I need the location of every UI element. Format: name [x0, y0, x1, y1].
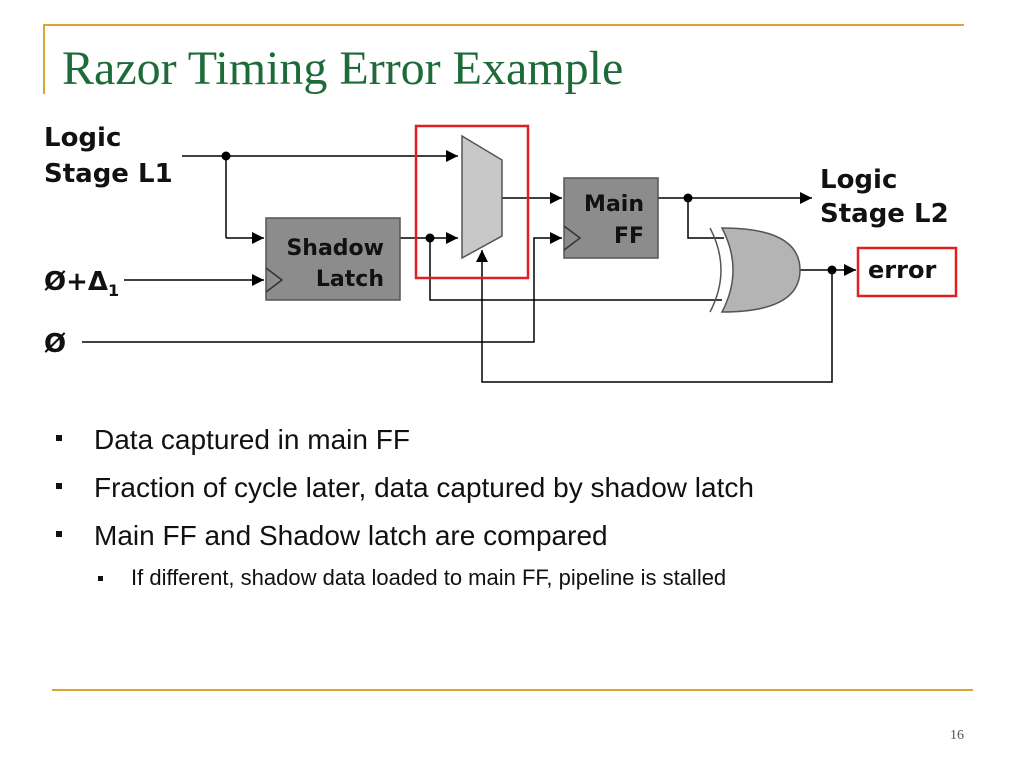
- bullet-marker: [56, 531, 62, 537]
- main-ff-label-bottom: FF: [614, 224, 644, 249]
- error-highlight-box: [856, 246, 958, 298]
- clock-label: Ø: [44, 329, 66, 359]
- sub-bullet-item: If different, shadow data loaded to main…: [56, 560, 754, 596]
- razor-diagram: Shadow Latch Main FF Logic Stage L1 Ø+Δ1…: [44, 123, 958, 383]
- clock-delayed-label-main: Ø+Δ: [44, 267, 108, 297]
- xor-gate-extra-arc: [709, 227, 722, 313]
- mux-block: [461, 134, 503, 260]
- shadow-latch-clock-notch: [265, 267, 284, 293]
- bullet-list: Data captured in main FF Fraction of cyc…: [56, 416, 754, 596]
- bullet-item: Main FF and Shadow latch are compared: [56, 512, 754, 560]
- output-label-line2: Stage L2: [820, 199, 949, 229]
- bullet-item: Data captured in main FF: [56, 416, 754, 464]
- mux-highlight-box: [414, 124, 530, 280]
- page-number: 16: [950, 728, 964, 743]
- clock-delayed-label: Ø+Δ1: [44, 267, 119, 300]
- wire-ff-to-xor: [687, 198, 724, 239]
- error-label: error: [868, 256, 936, 284]
- bullet-item: Fraction of cycle later, data captured b…: [56, 464, 754, 512]
- junction-dot: [221, 151, 231, 161]
- wire-shadow-to-xor: [429, 238, 722, 301]
- sub-bullet-marker: [98, 576, 103, 581]
- main-ff-label-top: Main: [584, 192, 644, 217]
- input-label-line1: Logic: [44, 123, 121, 153]
- junction-dot: [827, 265, 837, 275]
- main-ff-block: [563, 177, 659, 259]
- frame-left-rule: [43, 24, 45, 94]
- junction-dot: [425, 233, 435, 243]
- xor-gate: [720, 227, 801, 313]
- output-label-line1: Logic: [820, 165, 897, 195]
- frame-bottom-rule: [52, 689, 973, 691]
- bullet-marker: [56, 483, 62, 489]
- junction-dot: [683, 193, 693, 203]
- wire-clock: [82, 232, 562, 343]
- bullet-marker: [56, 435, 62, 441]
- slide-title: Razor Timing Error Example: [62, 42, 624, 95]
- frame-top-rule: [43, 24, 964, 26]
- input-label-line2: Stage L1: [44, 159, 173, 189]
- shadow-latch-label-bottom: Latch: [316, 267, 384, 292]
- bullet-text: Main FF and Shadow latch are compared: [94, 520, 608, 551]
- shadow-latch-label-top: Shadow: [286, 236, 384, 261]
- shadow-latch-block: [265, 217, 401, 301]
- sub-bullet-text: If different, shadow data loaded to main…: [131, 565, 727, 590]
- main-ff-clock-notch: [563, 225, 582, 251]
- bullet-text: Data captured in main FF: [94, 424, 410, 455]
- bullet-text: Fraction of cycle later, data captured b…: [94, 472, 754, 503]
- clock-delayed-subscript: 1: [108, 281, 119, 300]
- wire-error-feedback: [476, 250, 833, 383]
